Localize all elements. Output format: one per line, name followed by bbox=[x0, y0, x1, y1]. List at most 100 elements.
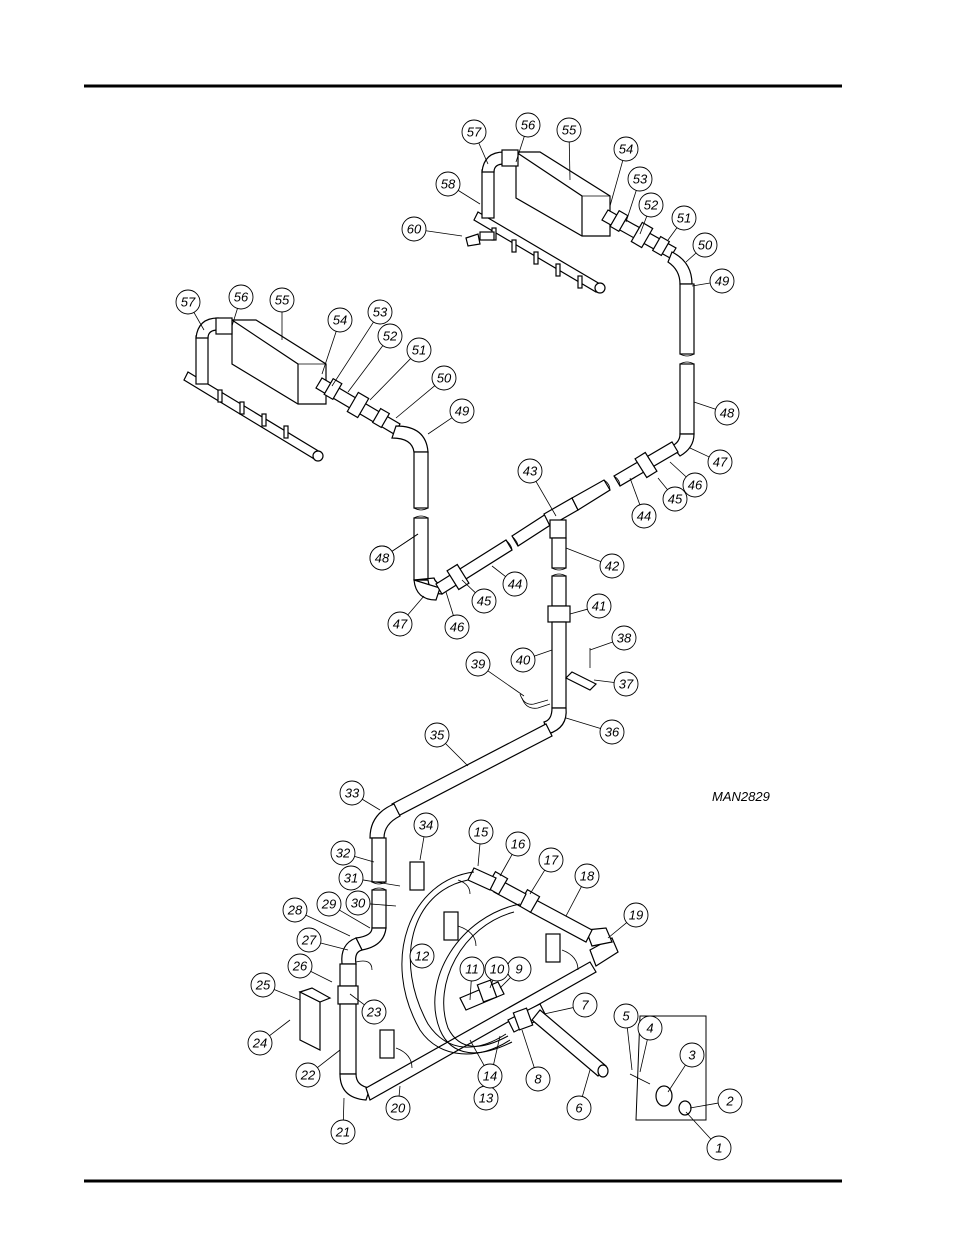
callout-leader bbox=[565, 886, 582, 917]
callout-22: 22 bbox=[295, 1049, 341, 1088]
callout-bubble bbox=[637, 1015, 663, 1041]
callout-bubble bbox=[538, 847, 564, 873]
callout-bubble bbox=[338, 865, 364, 891]
callout-leader bbox=[362, 798, 381, 811]
callout-leader bbox=[667, 1064, 686, 1093]
callout-number: 21 bbox=[335, 1125, 350, 1140]
callout-bubble bbox=[484, 956, 510, 982]
callout-number: 18 bbox=[580, 869, 595, 884]
callout-number: 6 bbox=[575, 1101, 583, 1116]
callout-leader bbox=[499, 977, 511, 989]
callout-leader bbox=[269, 1019, 291, 1037]
callout-bubble bbox=[662, 486, 688, 512]
callout-leader bbox=[369, 903, 397, 907]
callout-52: 52 bbox=[347, 323, 403, 393]
callout-leader bbox=[419, 836, 425, 861]
callout-12: 12 bbox=[409, 943, 435, 969]
callout-leader bbox=[354, 855, 375, 863]
callout-leader bbox=[693, 401, 716, 410]
callout-51: 51 bbox=[667, 205, 697, 241]
callout-3: 3 bbox=[667, 1042, 705, 1093]
callout-number: 47 bbox=[393, 617, 408, 632]
callout-bubble bbox=[413, 812, 439, 838]
callout-bubble bbox=[444, 614, 470, 640]
callout-number: 34 bbox=[419, 818, 433, 833]
callout-29: 29 bbox=[316, 891, 371, 929]
callout-leader bbox=[529, 869, 546, 895]
callout-17: 17 bbox=[529, 847, 564, 895]
callout-number: 19 bbox=[629, 908, 643, 923]
callout-bubble bbox=[613, 1003, 639, 1029]
callout-leader bbox=[639, 1039, 648, 1073]
callout-number: 30 bbox=[351, 896, 366, 911]
callout-leader bbox=[691, 282, 711, 287]
callout-number: 57 bbox=[467, 125, 482, 140]
callout-bubble bbox=[461, 119, 487, 145]
callout-number: 55 bbox=[275, 293, 290, 308]
callout-leader bbox=[657, 477, 668, 490]
callout-leader bbox=[231, 308, 238, 327]
callout-leader bbox=[477, 843, 481, 867]
callout-bubble bbox=[671, 205, 697, 231]
callout-leader bbox=[342, 1097, 345, 1121]
callout-16: 16 bbox=[499, 831, 531, 877]
callout-leader bbox=[689, 447, 710, 458]
callout-leader bbox=[445, 591, 454, 616]
callout-bubble bbox=[409, 943, 435, 969]
center-run bbox=[337, 441, 679, 1101]
callout-number: 38 bbox=[617, 631, 632, 646]
callout-bubble bbox=[424, 722, 450, 748]
callout-leader bbox=[515, 136, 525, 163]
callout-number: 46 bbox=[450, 620, 465, 635]
callout-bubble bbox=[572, 992, 598, 1018]
callout-53: 53 bbox=[625, 166, 653, 223]
callout-bubble bbox=[296, 927, 322, 953]
callout-number: 22 bbox=[300, 1068, 316, 1083]
callout-bubble bbox=[613, 671, 639, 697]
callout-bubble bbox=[707, 449, 733, 475]
callout-bubble bbox=[505, 831, 531, 857]
callout-leader bbox=[305, 914, 351, 937]
callout-leader bbox=[685, 252, 697, 263]
callout-number: 54 bbox=[619, 142, 633, 157]
callout-bubble bbox=[574, 863, 600, 889]
callout-leader bbox=[469, 980, 472, 1001]
callout-leader bbox=[395, 385, 436, 419]
callout-number: 10 bbox=[490, 962, 505, 977]
callout-number: 36 bbox=[605, 725, 620, 740]
callout-number: 28 bbox=[287, 903, 303, 918]
callout-bubble bbox=[682, 472, 708, 498]
callout-bubble bbox=[385, 1095, 411, 1121]
callout-13: 13 bbox=[473, 1035, 501, 1111]
callout-number: 11 bbox=[465, 962, 479, 977]
callout-54: 54 bbox=[321, 307, 353, 375]
callout-51: 51 bbox=[369, 337, 432, 401]
callout-31: 31 bbox=[338, 865, 401, 891]
callout-number: 2 bbox=[725, 1094, 734, 1109]
callout-57: 57 bbox=[461, 119, 489, 165]
upper-left-assembly bbox=[183, 317, 443, 601]
callout-bubble bbox=[330, 1119, 356, 1145]
callout-leader bbox=[445, 743, 469, 767]
callout-bubble bbox=[345, 890, 371, 916]
callout-number: 33 bbox=[345, 786, 360, 801]
callout-18: 18 bbox=[565, 863, 600, 917]
callout-bubble bbox=[228, 284, 254, 310]
callout-number: 41 bbox=[592, 599, 606, 614]
callout-number: 29 bbox=[321, 897, 336, 912]
callout-bubble bbox=[556, 117, 582, 143]
callout-number: 25 bbox=[255, 978, 271, 993]
callout-leader bbox=[626, 1027, 633, 1071]
callout-bubble bbox=[714, 400, 740, 426]
callout-42: 42 bbox=[565, 547, 625, 579]
callout-leader bbox=[689, 1102, 719, 1109]
callout-54: 54 bbox=[609, 136, 639, 207]
callout-41: 41 bbox=[569, 593, 612, 619]
callout-number: 24 bbox=[252, 1036, 267, 1051]
callout-60: 60 bbox=[401, 216, 463, 242]
callout-25: 25 bbox=[250, 972, 301, 1001]
callout-bubble bbox=[377, 323, 403, 349]
callout-6: 6 bbox=[566, 1069, 592, 1121]
callout-number: 52 bbox=[383, 329, 398, 344]
callout-19: 19 bbox=[607, 902, 649, 939]
